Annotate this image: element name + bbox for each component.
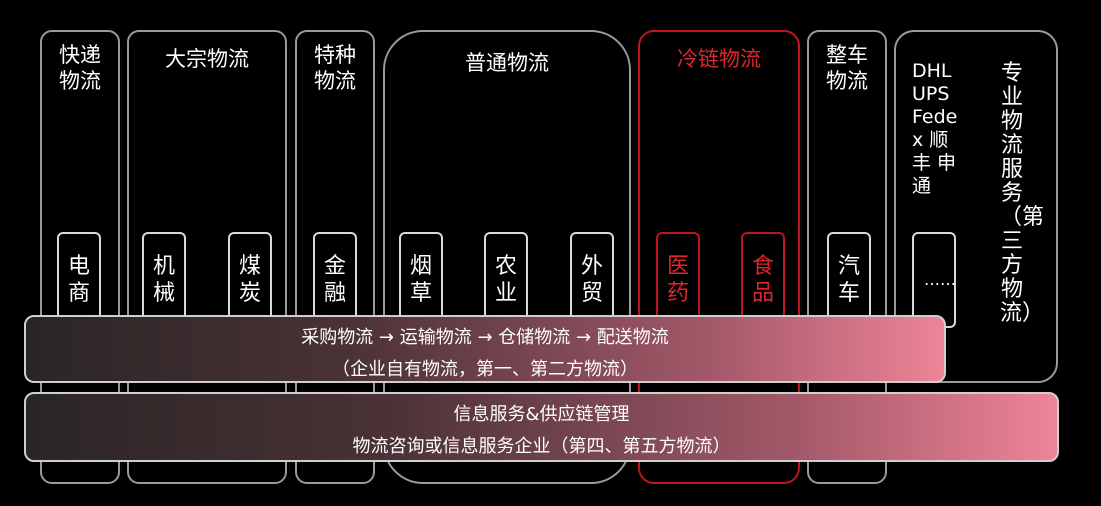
- column-title: 普通物流: [465, 51, 549, 75]
- band-info-services-note: 物流咨询或信息服务企业（第四、第五方物流）: [352, 436, 731, 457]
- band-supply-flow-title: 采购物流 → 运输物流 → 仓储物流 → 配送物流: [301, 327, 669, 348]
- sub-machinery: 机械: [142, 232, 186, 328]
- sub-ecommerce: 电商: [57, 232, 101, 328]
- column-third-party: DHL UPS Fedex 顺丰 申通 …… 专业物流服务（第三方物流）: [894, 30, 1058, 383]
- column-vehicle: 整车物流 汽车: [807, 30, 887, 484]
- column-general: 普通物流 烟草 农业 外贸: [383, 30, 631, 484]
- sub-food: 食品: [741, 232, 785, 328]
- column-special: 特种物流 金融: [295, 30, 375, 484]
- column-title: 整车物流: [826, 43, 868, 93]
- sub-tobacco: 烟草: [399, 232, 443, 328]
- carrier-brands: DHL UPS Fedex 顺丰 申通: [912, 60, 958, 197]
- column-title: 冷链物流: [677, 47, 761, 71]
- third-party-label: 专业物流服务（第三方物流）: [1000, 61, 1045, 326]
- sub-agriculture: 农业: [484, 232, 528, 328]
- column-title: 大宗物流: [165, 47, 249, 71]
- sub-foreign-trade: 外贸: [570, 232, 614, 328]
- band-info-services: 信息服务&供应链管理 物流咨询或信息服务企业（第四、第五方物流）: [24, 392, 1059, 462]
- column-title: 快递物流: [59, 43, 101, 93]
- column-cold-chain: 冷链物流 医药 食品: [638, 30, 800, 484]
- band-supply-flow: 采购物流 → 运输物流 → 仓储物流 → 配送物流 （企业自有物流，第一、第二方…: [24, 315, 946, 383]
- column-express: 快递物流 电商: [40, 30, 120, 484]
- sub-finance: 金融: [313, 232, 357, 328]
- column-title: 特种物流: [314, 43, 356, 93]
- sub-automobile: 汽车: [827, 232, 871, 328]
- sub-coal: 煤炭: [228, 232, 272, 328]
- band-supply-flow-note: （企业自有物流，第一、第二方物流）: [332, 359, 638, 380]
- sub-more: ……: [912, 232, 956, 328]
- sub-medicine: 医药: [656, 232, 700, 328]
- band-info-services-title: 信息服务&供应链管理: [453, 404, 630, 425]
